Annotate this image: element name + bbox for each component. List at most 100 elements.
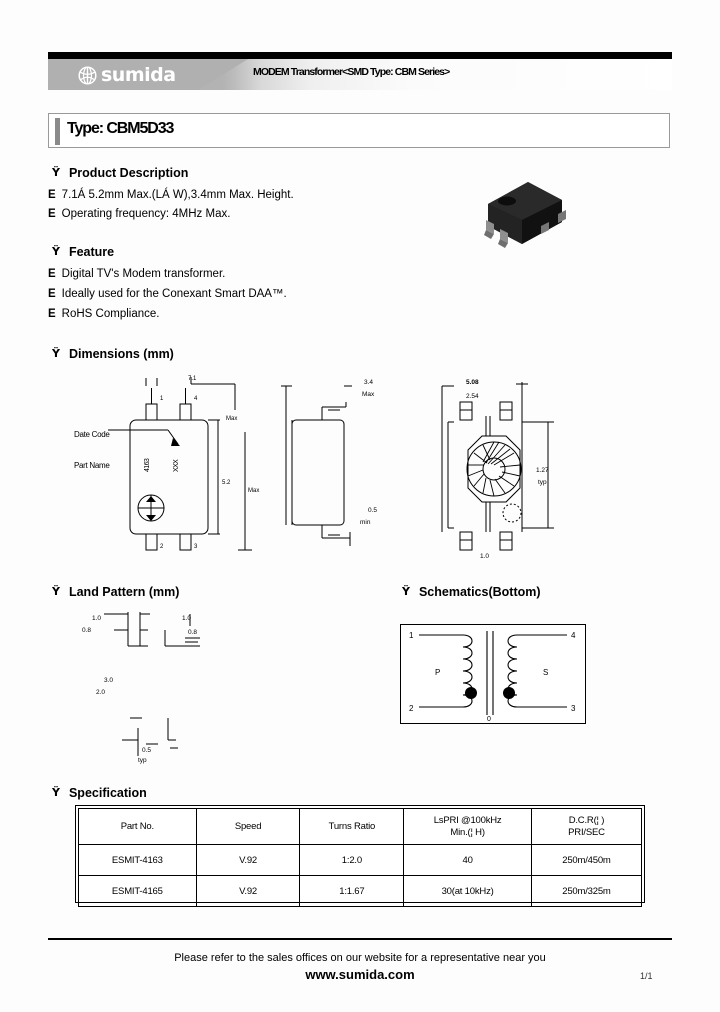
feature-item-1: E Digital TV's Modem transformer. — [48, 268, 225, 280]
heading-label: Land Pattern (mm) — [68, 585, 180, 599]
ls-pri-line2: Min.(¦ H) — [450, 826, 485, 838]
svg-text:2: 2 — [409, 704, 414, 713]
heading-bullet-icon: Ÿ — [52, 166, 60, 179]
heading-label: Feature — [68, 245, 115, 259]
polarity-dot-secondary — [503, 687, 515, 699]
footer-note: Please refer to the sales offices on our… — [174, 952, 546, 964]
svg-text:4: 4 — [571, 631, 576, 640]
header-title: MODEM Transformer<SMD Type: CBM Series> — [253, 66, 450, 78]
list-bullet-icon: E — [48, 308, 56, 320]
svg-text:2: 2 — [160, 544, 164, 550]
table-header-row: Part No. Speed Turns Ratio LsPRI @100kHz… — [78, 808, 643, 845]
svg-text:XXX: XXX — [173, 459, 180, 472]
page-number: 1/1 — [640, 971, 653, 981]
cell-part-no: ESMIT-4163 — [78, 844, 197, 876]
svg-text:1.0: 1.0 — [92, 615, 101, 622]
svg-text:Max: Max — [226, 416, 237, 422]
list-bullet-icon: E — [48, 208, 56, 220]
dimension-drawing-bottom-view: 5.08 2.54 1.27 typ 1.0 — [424, 372, 614, 562]
section-heading-specification: Ÿ Specification — [52, 786, 147, 800]
heading-label: Schematics(Bottom) — [418, 585, 541, 599]
column-header-speed: Speed — [195, 808, 301, 845]
cell-ls-pri: 30(at 10kHz) — [403, 875, 532, 907]
column-header-part-no: Part No. — [78, 808, 197, 845]
list-item-text: 7.1Á 5.2mm Max.(LÁ W),3.4mm Max. Height. — [61, 189, 294, 201]
column-header-ls-pri: LsPRI @100kHz Min.(¦ H) — [403, 808, 532, 845]
section-heading-schematics: Ÿ Schematics(Bottom) — [402, 585, 541, 599]
svg-text:2.54: 2.54 — [466, 393, 479, 400]
product-photo — [474, 170, 570, 258]
heading-label: Dimensions (mm) — [68, 347, 174, 361]
heading-bullet-icon: Ÿ — [52, 347, 60, 360]
list-bullet-icon: E — [48, 189, 56, 201]
svg-text:0.5: 0.5 — [368, 507, 377, 514]
svg-text:S: S — [543, 668, 548, 677]
heading-bullet-icon: Ÿ — [52, 786, 60, 799]
svg-text:1.27: 1.27 — [536, 467, 549, 474]
svg-text:0.8: 0.8 — [82, 627, 91, 634]
cell-turns-ratio: 1:2.0 — [299, 844, 405, 876]
heading-bullet-icon: Ÿ — [402, 585, 410, 598]
dimension-drawing-side-view: 3.4 Max 0.5 min — [278, 372, 418, 557]
svg-text:3: 3 — [571, 704, 576, 713]
cell-speed: V.92 — [195, 844, 301, 876]
cell-ls-pri: 40 — [403, 844, 532, 876]
cell-turns-ratio: 1:1.67 — [299, 875, 405, 907]
sumida-logo: sumida — [78, 63, 176, 87]
footer-rule — [48, 938, 672, 940]
table-row: ESMIT-4165 V.92 1:1.67 30(at 10kHz) 250m… — [78, 875, 643, 907]
svg-text:3.0: 3.0 — [104, 677, 113, 684]
list-bullet-icon: E — [48, 288, 56, 300]
page-title: Type: CBM5D33 — [67, 120, 174, 137]
heading-bullet-icon: Ÿ — [52, 585, 60, 598]
svg-text:0.8: 0.8 — [188, 629, 197, 636]
land-pattern-drawing: 1.0 0.8 1.0 0.8 3.0 2.0 0.5 typ — [80, 610, 310, 770]
svg-text:4: 4 — [194, 396, 198, 402]
table-row: ESMIT-4163 V.92 1:2.0 40 250m/450m — [78, 844, 643, 876]
column-header-dcr: D.C.R(¦ ) PRI/SEC — [530, 808, 643, 845]
svg-text:P: P — [435, 668, 440, 677]
svg-text:3.4: 3.4 — [364, 379, 373, 386]
type-accent-bar — [55, 118, 60, 145]
heading-label: Specification — [68, 786, 147, 800]
section-heading-product-description: Ÿ Product Description — [52, 166, 188, 180]
feature-item-2: E Ideally used for the Conexant Smart DAA… — [48, 288, 287, 300]
column-header-turns-ratio: Turns Ratio — [299, 808, 405, 845]
list-bullet-icon: E — [48, 268, 56, 280]
callout-part-name: Part Name — [74, 461, 110, 470]
cell-dcr: 250m/325m — [530, 875, 643, 907]
header-band: sumida MODEM Transformer<SMD Type: CBM S… — [48, 59, 672, 90]
svg-text:5.08: 5.08 — [466, 379, 479, 386]
heading-label: Product Description — [68, 166, 189, 180]
dimension-drawing-top-view: 4163 XXX 1 4 2 3 7.1 Max 5.2 Max — [60, 372, 280, 557]
svg-text:1: 1 — [409, 631, 414, 640]
list-item-text: Ideally used for the Conexant Smart DAA™… — [61, 288, 287, 300]
callout-date-code: Date Code — [74, 430, 110, 439]
list-item-text: Operating frequency: 4MHz Max. — [61, 208, 231, 220]
dcr-line2: PRI/SEC — [568, 826, 605, 838]
cell-dcr: 250m/450m — [530, 844, 643, 876]
svg-text:2.0: 2.0 — [96, 689, 105, 696]
cell-part-no: ESMIT-4165 — [78, 875, 197, 907]
list-item-text: Digital TV's Modem transformer. — [61, 268, 226, 280]
svg-text:typ: typ — [538, 479, 547, 486]
footer-website[interactable]: www.sumida.com — [305, 967, 415, 982]
dcr-line1: D.C.R(¦ ) — [568, 814, 605, 826]
polarity-dot-primary — [465, 687, 477, 699]
heading-bullet-icon: Ÿ — [52, 245, 60, 258]
svg-text:Max: Max — [362, 391, 375, 398]
type-box: Type: CBM5D33 — [48, 113, 670, 148]
svg-text:typ: typ — [138, 757, 147, 764]
svg-text:3: 3 — [194, 544, 198, 550]
section-heading-feature: Ÿ Feature — [52, 245, 114, 259]
cell-speed: V.92 — [195, 875, 301, 907]
product-description-item-2: E Operating frequency: 4MHz Max. — [48, 208, 230, 220]
section-heading-dimensions: Ÿ Dimensions (mm) — [52, 347, 174, 361]
svg-text:min: min — [360, 519, 371, 526]
svg-text:Max: Max — [248, 488, 259, 494]
schematic-diagram: 1 2 4 3 P S 0 — [400, 624, 586, 724]
specification-table: Part No. Speed Turns Ratio LsPRI @100kHz… — [78, 808, 643, 907]
svg-text:7.1: 7.1 — [188, 376, 197, 382]
